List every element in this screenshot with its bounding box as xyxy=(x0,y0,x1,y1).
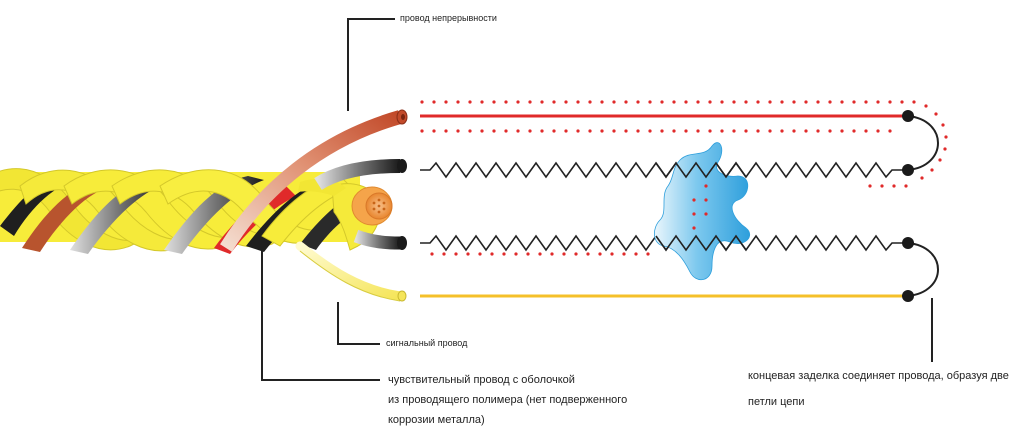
end-termination-label: концевая заделка соединяет провода, обра… xyxy=(748,366,1009,412)
upper-sensing-wire-tip xyxy=(397,159,407,173)
lower-sensing-wire-tip xyxy=(397,236,407,250)
sensing-wire-label-line: коррозии металла) xyxy=(388,414,485,426)
terminal-node xyxy=(902,110,914,122)
lower-end-loop xyxy=(907,242,939,297)
copper-core-strands xyxy=(372,198,386,214)
sensing-wire-label-line: из проводящего полимера (нет подверженно… xyxy=(388,394,628,406)
signal-wire-tip xyxy=(397,290,407,302)
field-dots xyxy=(420,100,948,256)
terminal-node xyxy=(902,164,914,176)
continuity-wire-leader xyxy=(347,18,395,111)
sensing-wire-label: чувствительный провод с оболочкой из про… xyxy=(388,370,627,430)
upper-sensing-wire-body xyxy=(314,159,401,191)
black-strand xyxy=(70,180,166,254)
copper-core xyxy=(351,186,393,226)
field-dots-on-leak xyxy=(692,184,708,230)
end-termination-label-line: концевая заделка соединяет провода, обра… xyxy=(748,370,1009,382)
upper-end-loop xyxy=(907,115,939,171)
signal-wire-leader xyxy=(337,302,380,345)
continuity-wire-label: провод непрерывности xyxy=(400,13,497,23)
lower-sensing-wire xyxy=(353,229,407,250)
signal-wire-label: сигнальный провод xyxy=(386,338,467,348)
sensing-wire-leader xyxy=(261,250,380,381)
lower-sensing-wire-body xyxy=(353,229,401,250)
upper-sensing-wire xyxy=(314,159,407,191)
sensing-wire-label-line: чувствительный провод с оболочкой xyxy=(388,374,575,386)
black-strand xyxy=(0,176,78,236)
continuity-wire-body xyxy=(220,110,402,252)
continuity-wire-label-text: провод непрерывности xyxy=(400,13,497,23)
rust-strand xyxy=(22,182,112,252)
black-strand xyxy=(164,176,264,254)
continuity-wire xyxy=(220,109,408,252)
upper-sensing-conductor-overlay xyxy=(655,161,747,179)
signal-wire-body xyxy=(299,250,401,302)
signal-wire xyxy=(295,241,407,302)
signal-wire-label-text: сигнальный провод xyxy=(386,338,468,348)
end-termination-label-line: петли цепи xyxy=(748,396,805,408)
terminal-node xyxy=(902,237,914,249)
signal-wire-body xyxy=(295,241,405,301)
lower-sensing-conductor-overlay xyxy=(655,234,747,252)
continuity-wire-core xyxy=(401,114,405,120)
twisted-cable xyxy=(0,168,381,254)
terminal-node xyxy=(902,290,914,302)
